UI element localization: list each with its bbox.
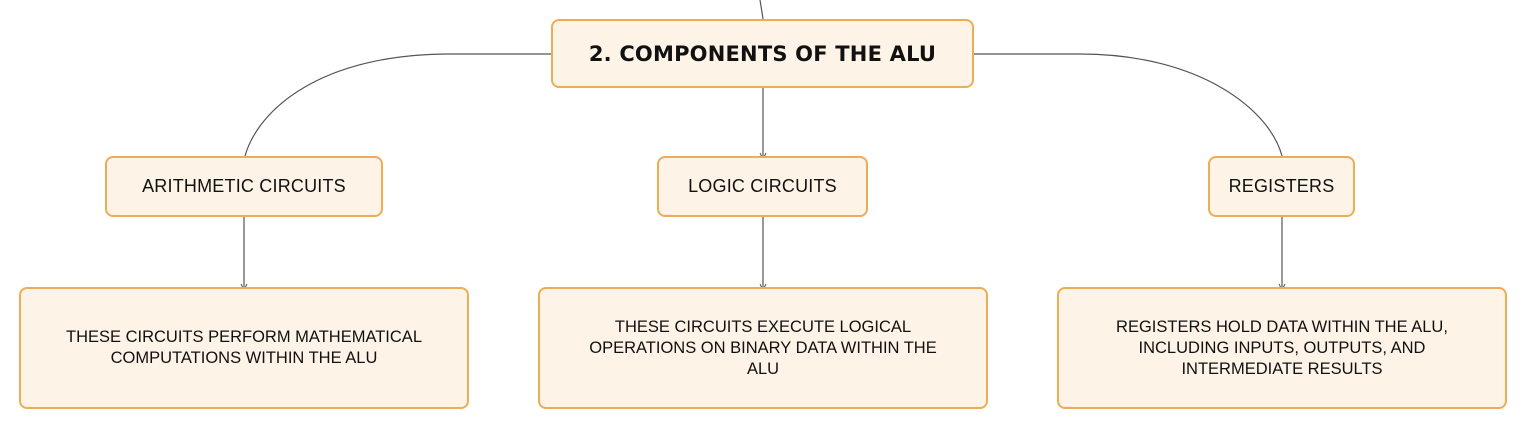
branch-node-registers[interactable]: REGISTERS xyxy=(1208,156,1355,217)
branch-node-arithmetic-circuits[interactable]: ARITHMETIC CIRCUITS xyxy=(105,156,383,217)
connector-root-to-arithmetic xyxy=(244,53,551,157)
root-node[interactable]: 2. COMPONENTS OF THE ALU xyxy=(551,19,974,88)
connector-root-to-registers xyxy=(974,53,1283,157)
branch-node-label: ARITHMETIC CIRCUITS xyxy=(142,176,346,196)
branch-node-label: LOGIC CIRCUITS xyxy=(688,176,837,196)
connector-parent-to-root xyxy=(759,0,764,20)
description-text: THESE CIRCUITS EXECUTE LOGICAL OPERATION… xyxy=(589,317,937,378)
description-node-logic-circuits[interactable]: THESE CIRCUITS EXECUTE LOGICAL OPERATION… xyxy=(538,287,988,409)
description-node-registers[interactable]: REGISTERS HOLD DATA WITHIN THE ALU, INCL… xyxy=(1057,287,1507,409)
description-text: REGISTERS HOLD DATA WITHIN THE ALU, INCL… xyxy=(1116,317,1448,378)
description-node-arithmetic-circuits[interactable]: THESE CIRCUITS PERFORM MATHEMATICAL COMP… xyxy=(19,287,469,409)
branch-node-logic-circuits[interactable]: LOGIC CIRCUITS xyxy=(657,156,868,217)
description-text: THESE CIRCUITS PERFORM MATHEMATICAL COMP… xyxy=(66,328,422,367)
root-node-label: 2. COMPONENTS OF THE ALU xyxy=(588,41,937,66)
branch-node-label: REGISTERS xyxy=(1228,176,1335,196)
